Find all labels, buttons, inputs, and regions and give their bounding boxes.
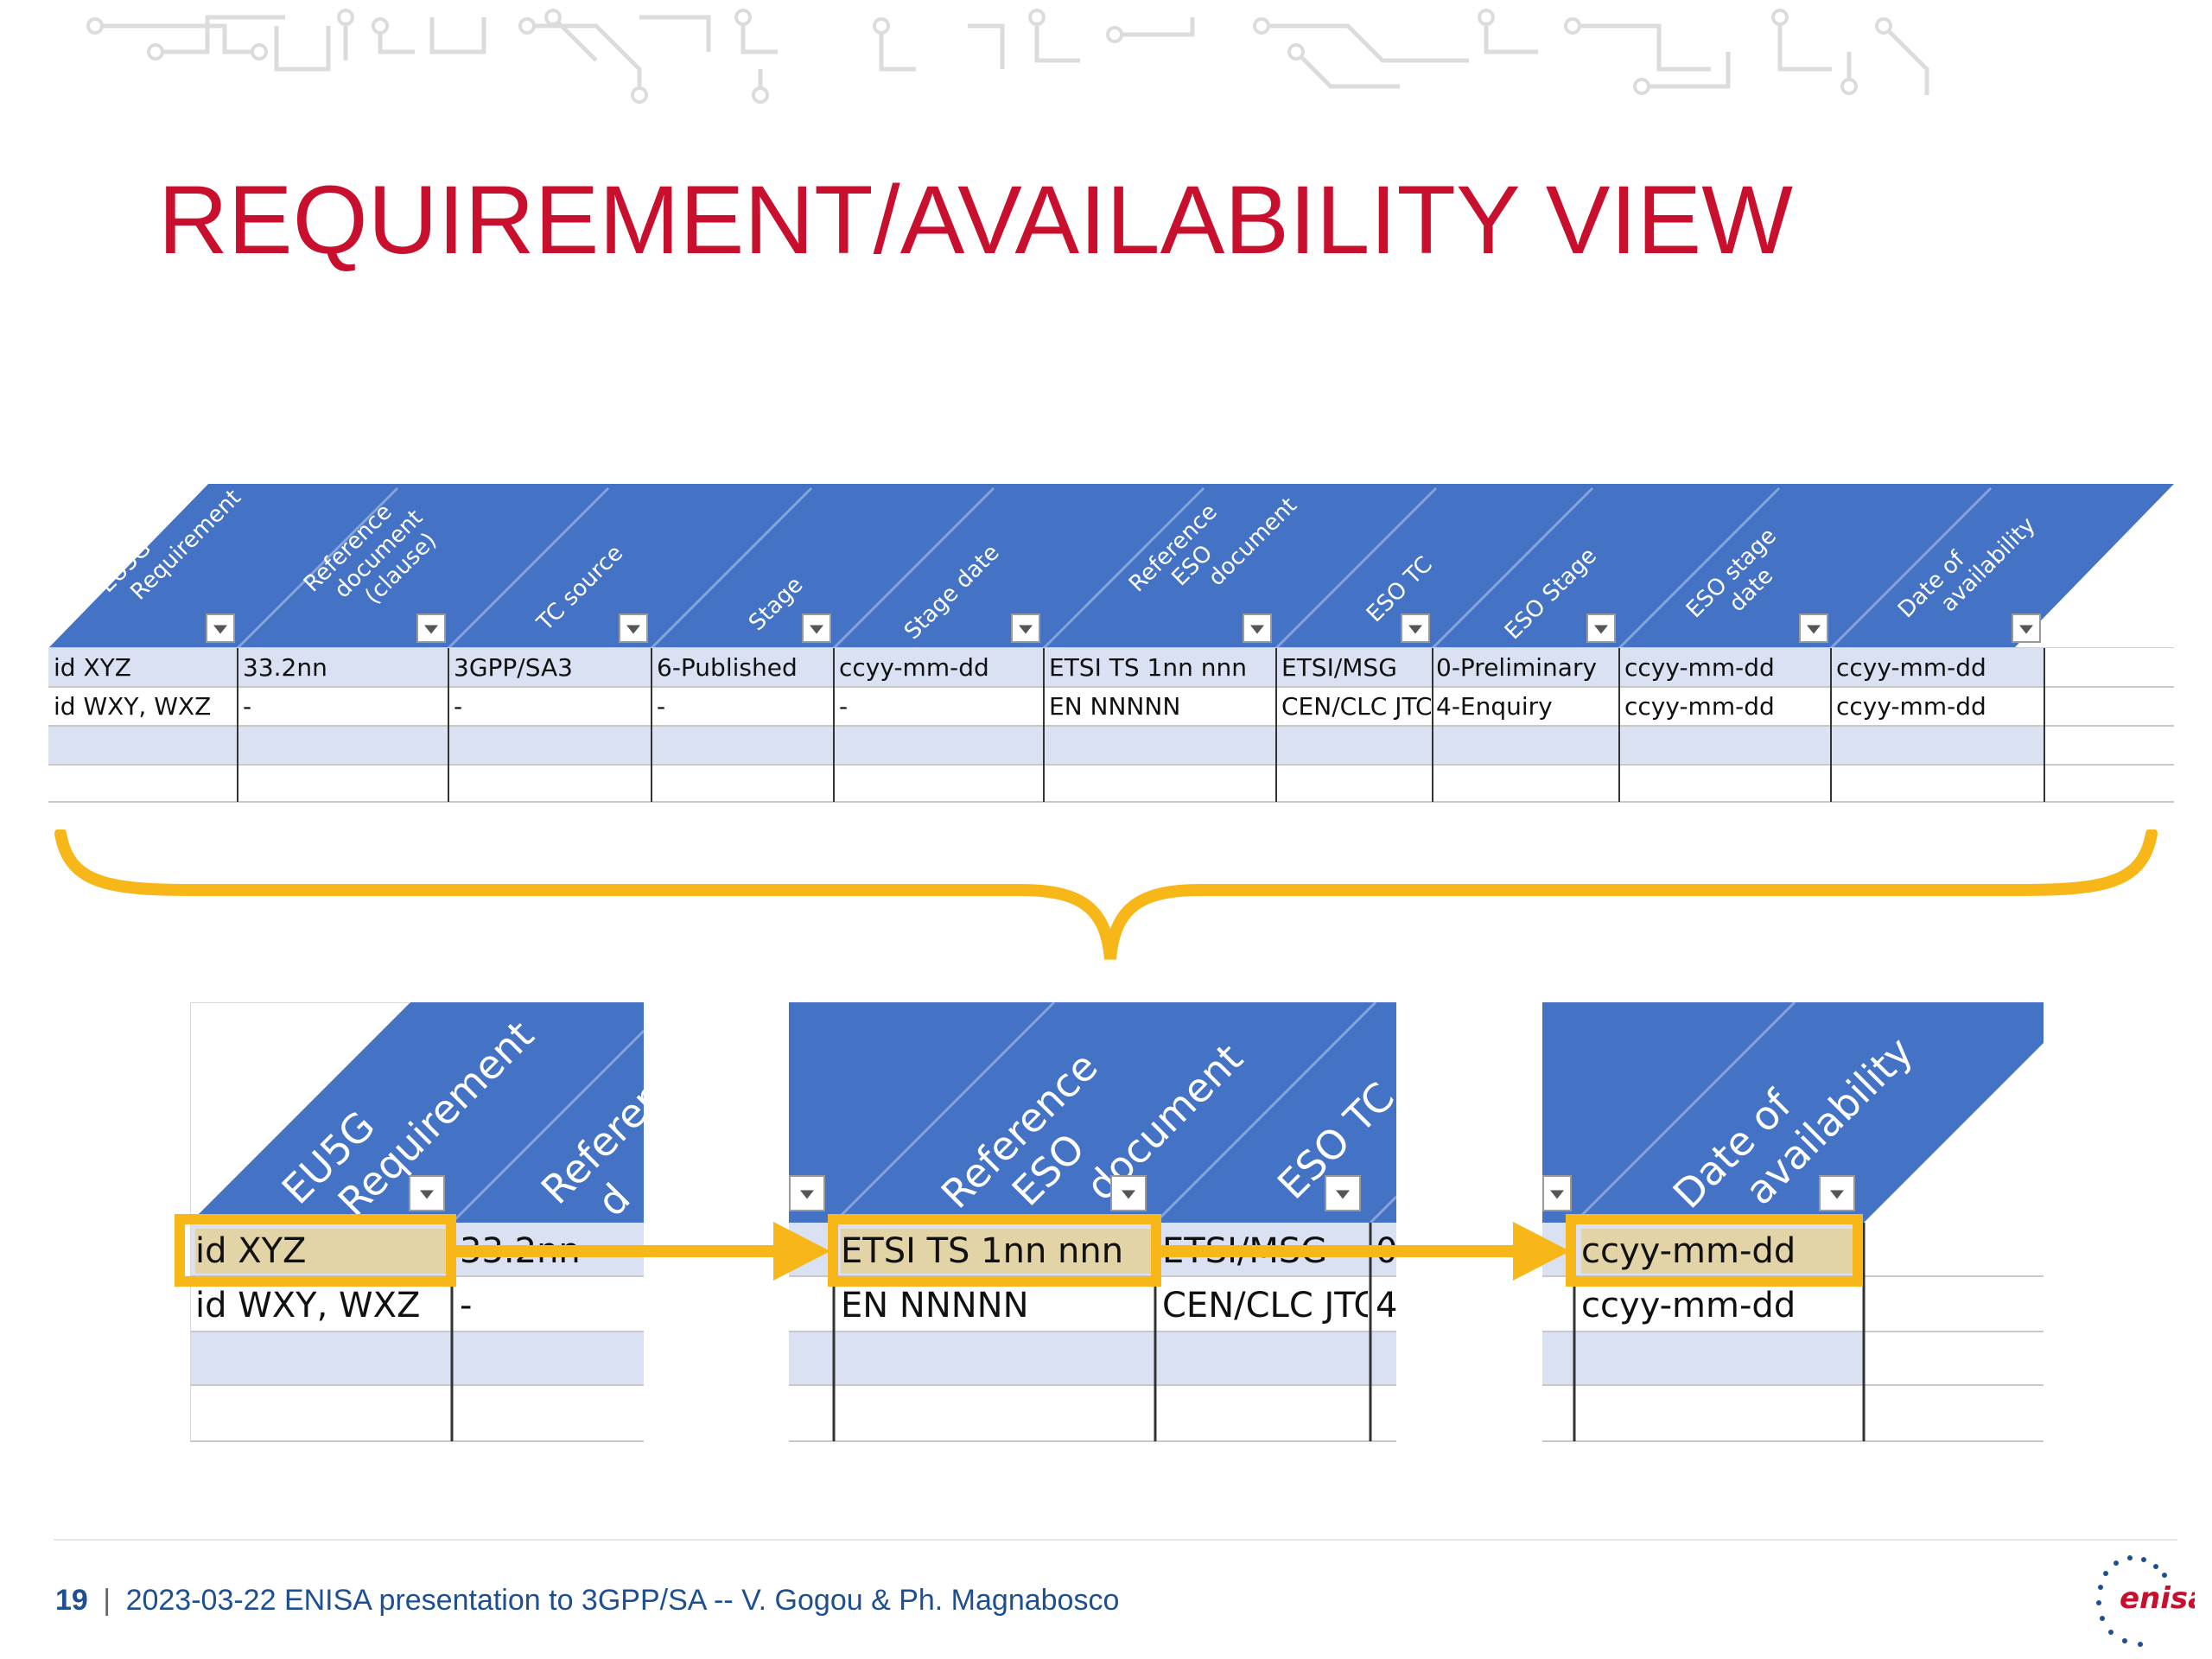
zoom-header-band xyxy=(190,1002,644,1223)
table-cell: - xyxy=(243,692,252,721)
table-cell: id WXY, WXZ xyxy=(54,692,212,721)
zoom-filter-dropdown[interactable] xyxy=(1542,1175,1572,1211)
enisa-logo: enisa xyxy=(2096,1555,2195,1647)
table-cell: 6-Published xyxy=(657,653,798,682)
table-cell: 0-Preliminary xyxy=(1436,653,1598,682)
table-grid xyxy=(48,648,2174,803)
filter-dropdown-reference[interactable] xyxy=(416,613,446,643)
zoom-cell: ETSI TS 1nn nnn xyxy=(841,1229,1152,1274)
table-cell: 3GPP/SA3 xyxy=(454,653,573,682)
table-cell: 33.2nn xyxy=(243,653,327,682)
zoom-cell: CEN/CLC JTC xyxy=(1162,1286,1368,1325)
table-cell: 4-Enquiry xyxy=(1436,692,1553,721)
arrow-right-icon xyxy=(1159,1222,1570,1281)
filter-dropdown-requirement[interactable] xyxy=(206,613,235,643)
footer-divider xyxy=(54,1539,2177,1541)
zoom-filter-dropdown[interactable] xyxy=(1110,1175,1147,1211)
zoom-filter-dropdown[interactable] xyxy=(789,1175,825,1211)
footer-separator: | xyxy=(103,1584,111,1617)
curly-brace xyxy=(54,830,2158,960)
filter-dropdown-stage[interactable] xyxy=(802,613,831,643)
zoom-filter-dropdown[interactable] xyxy=(409,1175,445,1211)
filter-dropdown-availability[interactable] xyxy=(2012,613,2041,643)
zoom-filter-dropdown[interactable] xyxy=(1325,1175,1361,1211)
zoom-cell: EN NNNNN xyxy=(841,1286,1029,1325)
zoom-cell: id XYZ xyxy=(195,1229,446,1274)
arrow-right-icon xyxy=(454,1222,830,1281)
footer-text: 2023-03-22 ENISA presentation to 3GPP/SA… xyxy=(125,1584,1120,1617)
zoom-cell: 4 xyxy=(1376,1286,1396,1325)
table-cell: - xyxy=(454,692,463,721)
table-cell: - xyxy=(657,692,666,721)
zoom-cell: - xyxy=(460,1286,473,1325)
table-cell: CEN/CLC JTC xyxy=(1281,692,1433,721)
table-cell: ccyy-mm-dd xyxy=(1836,692,1986,721)
filter-dropdown-tc-source[interactable] xyxy=(619,613,648,643)
table-cell: ETSI TS 1nn nnn xyxy=(1049,653,1247,682)
highlight-date-of-availability xyxy=(1566,1214,1863,1287)
table-cell: ccyy-mm-dd xyxy=(1836,653,1986,682)
zoom-filter-dropdown[interactable] xyxy=(1819,1175,1855,1211)
table-cell: id XYZ xyxy=(54,653,131,682)
zoom-cell: ccyy-mm-dd xyxy=(1581,1286,1796,1325)
filter-dropdown-eso-stage[interactable] xyxy=(1586,613,1616,643)
table-header-band xyxy=(48,484,2174,648)
filter-dropdown-eso-tc[interactable] xyxy=(1401,613,1430,643)
circuit-decoration xyxy=(86,9,1929,104)
slide-title: REQUIREMENT/AVAILABILITY VIEW xyxy=(158,166,1793,274)
table-cell: ccyy-mm-dd xyxy=(1624,692,1775,721)
zoom-header-band xyxy=(1542,1002,2044,1223)
table-cell: - xyxy=(839,692,849,721)
table-cell: ccyy-mm-dd xyxy=(1624,653,1775,682)
highlight-eso-reference xyxy=(828,1214,1161,1287)
zoom-header-band xyxy=(789,1002,1396,1223)
filter-dropdown-eso-stage-date[interactable] xyxy=(1799,613,1828,643)
filter-dropdown-eso-reference[interactable] xyxy=(1243,613,1272,643)
table-cell: EN NNNNN xyxy=(1049,692,1181,721)
filter-dropdown-stage-date[interactable] xyxy=(1011,613,1040,643)
page-number: 19 xyxy=(55,1584,88,1617)
table-cell: ccyy-mm-dd xyxy=(839,653,989,682)
logo-text: enisa xyxy=(2120,1581,2195,1616)
table-cell: ETSI/MSG xyxy=(1281,653,1397,682)
zoom-cell: ccyy-mm-dd xyxy=(1581,1229,1859,1274)
slide-footer: 19 | 2023-03-22 ENISA presentation to 3G… xyxy=(55,1584,1119,1618)
zoom-cell: id WXY, WXZ xyxy=(195,1286,421,1325)
highlight-requirement-id xyxy=(175,1214,456,1287)
